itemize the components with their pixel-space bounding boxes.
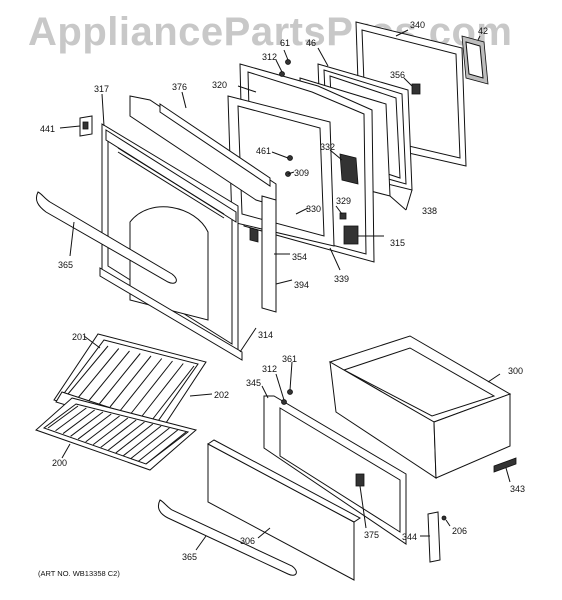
part-317-outer-door	[101, 123, 239, 353]
callout-375: 375	[364, 530, 379, 540]
leader-lines	[59, 29, 511, 551]
callout-61: 61	[280, 38, 290, 48]
part-300-drawer-box	[328, 335, 512, 479]
callout-315: 315	[390, 238, 405, 248]
callout-441: 441	[40, 124, 55, 134]
callout-312-lower: 312	[262, 364, 277, 374]
callout-356: 356	[390, 70, 405, 80]
part-356-clip	[411, 83, 421, 95]
part-461-screw	[287, 155, 293, 161]
part-365-door-handle	[35, 191, 177, 284]
part-343-slide	[493, 457, 517, 473]
callout-376: 376	[172, 82, 187, 92]
callout-329: 329	[336, 196, 351, 206]
callout-317: 317	[94, 84, 109, 94]
part-306-drawer-front	[207, 439, 361, 581]
callout-365-door: 365	[58, 260, 73, 270]
part-329-clip	[339, 212, 347, 220]
part-375-bracket	[355, 473, 365, 487]
callout-306: 306	[240, 536, 255, 546]
callout-354: 354	[292, 252, 307, 262]
callout-361: 361	[282, 354, 297, 364]
art-number: (ART NO. WB13358 C2)	[38, 569, 120, 578]
part-314-bottom-trim	[99, 267, 243, 361]
part-344-rail	[427, 511, 441, 563]
callout-339: 339	[334, 274, 349, 284]
callout-42: 42	[478, 26, 488, 36]
callout-312-top: 312	[262, 52, 277, 62]
part-312-screw-lower	[281, 399, 287, 405]
part-332-bracket	[339, 153, 359, 185]
part-61-screw	[285, 59, 291, 65]
part-376-top-trim	[129, 95, 277, 207]
callout-320: 320	[212, 80, 227, 90]
part-206-screw	[441, 515, 447, 521]
callout-461: 461	[256, 146, 271, 156]
callout-206: 206	[452, 526, 467, 536]
part-441-hinge	[79, 115, 93, 137]
part-394-side-post	[249, 195, 277, 313]
part-345-drawer-front-inner	[263, 395, 407, 545]
callout-343: 343	[510, 484, 525, 494]
callout-202: 202	[214, 390, 229, 400]
callout-314: 314	[258, 330, 273, 340]
callout-309: 309	[294, 168, 309, 178]
part-361-screw	[287, 389, 293, 395]
part-365-drawer-handle	[157, 499, 297, 576]
callout-338: 338	[422, 206, 437, 216]
callout-201: 201	[72, 332, 87, 342]
part-200-oven-rack-bars	[47, 405, 187, 465]
callout-200: 200	[52, 458, 67, 468]
part-201-broil-pan-slots	[67, 345, 195, 421]
callout-332: 332	[320, 142, 335, 152]
callout-340: 340	[410, 20, 425, 30]
callout-394: 394	[294, 280, 309, 290]
callout-344: 344	[402, 532, 417, 542]
callout-330: 330	[306, 204, 321, 214]
callout-300: 300	[508, 366, 523, 376]
callout-labels: 61 46 340 42 312 356 320 376 317 441 461…	[40, 20, 525, 562]
part-315-latch	[343, 225, 359, 245]
callout-46: 46	[306, 38, 316, 48]
callout-365-drawer: 365	[182, 552, 197, 562]
callout-345: 345	[246, 378, 261, 388]
part-312-screw	[279, 71, 285, 77]
part-42-gasket	[461, 35, 489, 85]
